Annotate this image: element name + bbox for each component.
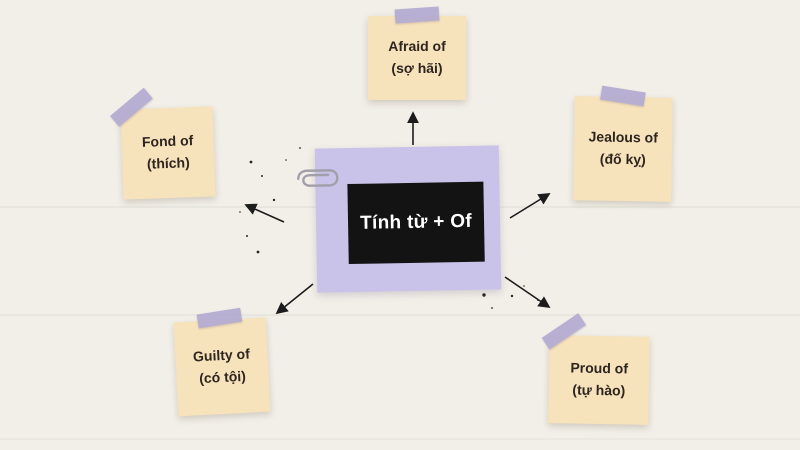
- tape-icon: [541, 313, 586, 350]
- center-label: Tính từ + Of: [359, 210, 473, 234]
- tape-icon: [196, 307, 243, 329]
- note-subtitle: (tự hào): [572, 381, 626, 399]
- center-card: Tính từ + Of: [297, 145, 502, 293]
- note-subtitle: (sợ hãi): [391, 60, 443, 76]
- note-subtitle: (đố kỵ): [599, 150, 646, 168]
- note-title: Proud of: [570, 359, 629, 377]
- tape-icon: [394, 6, 440, 24]
- note-title: Afraid of: [388, 38, 446, 55]
- note-subtitle: (có tội): [198, 367, 247, 387]
- tape-icon: [600, 85, 646, 107]
- note-title: Guilty of: [192, 345, 251, 365]
- sticky-note-guilty-of: Guilty of (có tội): [173, 307, 271, 417]
- paper-crease: [0, 314, 800, 316]
- arrow-to-proud: [504, 276, 551, 309]
- note-title: Jealous of: [588, 128, 658, 146]
- sticky-note-jealous-of: Jealous of (đố kỵ): [573, 85, 673, 202]
- center-label-board: Tính từ + Of: [347, 181, 485, 265]
- paperclip-icon: [293, 166, 343, 196]
- arrow-to-guilty: [275, 283, 314, 315]
- sticky-note-fond-of: Fond of (thích): [110, 87, 216, 200]
- note-title: Fond of: [141, 132, 194, 151]
- note-subtitle: (thích): [146, 154, 190, 172]
- tape-icon: [110, 87, 153, 127]
- paper-crease: [0, 438, 800, 440]
- sticky-note-afraid-of: Afraid of (sợ hãi): [368, 6, 466, 100]
- sticky-note-proud-of: Proud of (tự hào): [541, 313, 650, 425]
